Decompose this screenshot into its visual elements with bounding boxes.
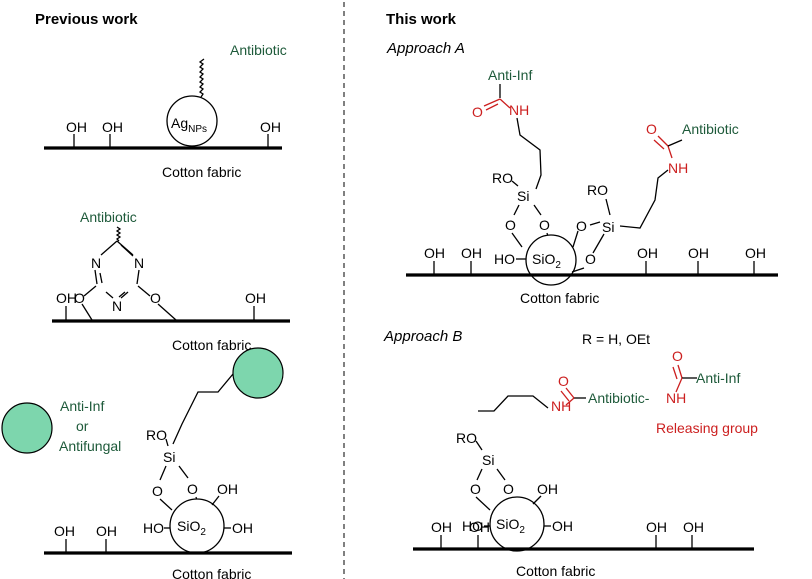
carbamate-carbonyl [483,98,501,107]
oh-label: OH [217,481,238,497]
panel-silica-sphere: Anti-Inf or Antifungal RO Si O O SiO2 OH… [1,347,292,579]
silicon-label: Si [482,452,494,468]
carbamate-carbonyl [657,135,669,147]
siloxane-oxygen: O [539,217,550,233]
anti-inf-label: Anti-Inf [60,398,104,414]
silicon-label: Si [602,219,614,235]
amide-nh: NH [551,398,571,414]
panel-triazine: Antibiotic N N N O O OH OH Cotton fabric [52,209,290,353]
oh-label: OH [66,119,87,135]
siloxane-oxygen: O [503,481,514,497]
siloxane-oxygen: O [152,483,163,499]
silica-label: SiO2 [177,518,206,538]
antibiotic-label: Antibiotic [682,121,739,137]
oh-label: OH [461,245,482,261]
fabric-label: Cotton fabric [162,164,241,180]
oh-label: OH [96,523,117,539]
siloxane-oxygen: O [576,218,587,234]
oh-label: OH [260,119,281,135]
oh-label: OH [56,290,77,306]
agent-sphere [232,347,284,399]
agent-sphere [1,402,53,454]
oh-label: OH [102,119,123,135]
fabric-label: Cotton fabric [172,566,251,579]
oh-label: OH [469,519,490,535]
ho-label: HO [462,518,483,534]
panel-silver-nanoparticle: OH OH OH AgNPs Antibiotic Cotton fabric [44,42,287,180]
silica-particle [489,496,545,552]
antibiotic-label: Antibiotic [80,209,137,225]
carbonyl-oxygen: O [472,104,483,120]
propyl-chain [172,373,234,445]
fabric-label: Cotton fabric [516,563,595,579]
approach-a-label: Approach A [386,40,465,57]
oh-label: OH [54,523,75,539]
propyl-chain [516,117,542,190]
amide-nh: NH [666,390,686,406]
ether-oxygen: O [74,290,85,306]
antifungal-label: Antifungal [59,438,121,454]
propyl-chain [619,169,669,229]
antibiotic-label: Antibiotic [230,42,287,58]
fabric-label: Cotton fabric [520,290,599,306]
silicon-label: Si [163,449,175,465]
ro-label: RO [146,427,167,443]
antibiotic-link-label: Antibiotic- [588,390,650,406]
siloxane-oxygen: O [585,251,596,267]
oh-label: OH [431,519,452,535]
oh-label: OH [537,481,558,497]
silver-nanoparticle [166,95,218,147]
oh-label: OH [683,519,704,535]
this-work-heading: This work [386,11,457,28]
oh-label: OH [745,245,766,261]
fabric-label: Cotton fabric [172,337,251,353]
approach-b-label: Approach B [383,328,462,345]
oh-label: OH [232,520,253,536]
ho-label: HO [494,251,515,267]
carbamate-carbonyl [565,387,575,399]
silica-particle [525,234,577,286]
propyl-chain [478,395,549,412]
oh-label: OH [245,290,266,306]
siloxane-oxygen: O [470,481,481,497]
oh-label: OH [424,245,445,261]
silica-label: SiO2 [496,516,525,536]
carbonyl-oxygen: O [672,348,683,364]
anti-inf-label: Anti-Inf [696,370,740,386]
or-label: or [76,418,89,434]
triazine-nitrogen: N [91,255,101,271]
triazine-nitrogen: N [134,255,144,271]
ro-label: RO [587,182,608,198]
amide-nh: NH [668,160,688,176]
siloxane-oxygen: O [505,217,516,233]
previous-work-heading: Previous work [35,11,138,28]
releasing-group-label: Releasing group [656,420,758,436]
amide-nh: NH [509,102,529,118]
oh-label: OH [688,245,709,261]
silver-label: AgNPs [171,115,207,135]
silicon-label: Si [517,188,529,204]
carbonyl-oxygen: O [646,121,657,137]
ro-label: RO [492,170,513,186]
panel-approach-a: Approach A Anti-Inf O NH RO Si O O SiO2 … [386,40,778,306]
ro-label: RO [456,430,477,446]
panel-approach-b: Approach B R = H, OEt O Anti-Inf NH Anti… [383,328,758,579]
oh-label: OH [646,519,667,535]
siloxane-oxygen: O [187,481,198,497]
oh-label: OH [637,245,658,261]
anti-inf-label: Anti-Inf [488,67,532,83]
silica-label: SiO2 [532,251,561,271]
carbonyl-oxygen: O [558,373,569,389]
oh-label: OH [552,518,573,534]
ether-oxygen: O [150,290,161,306]
wavy-link [198,58,205,98]
triazine-nitrogen: N [112,298,122,314]
wavy-link [115,226,122,242]
r-definition: R = H, OEt [582,331,650,347]
triazine-ring: N N N [91,240,144,314]
ho-label: HO [143,520,164,536]
